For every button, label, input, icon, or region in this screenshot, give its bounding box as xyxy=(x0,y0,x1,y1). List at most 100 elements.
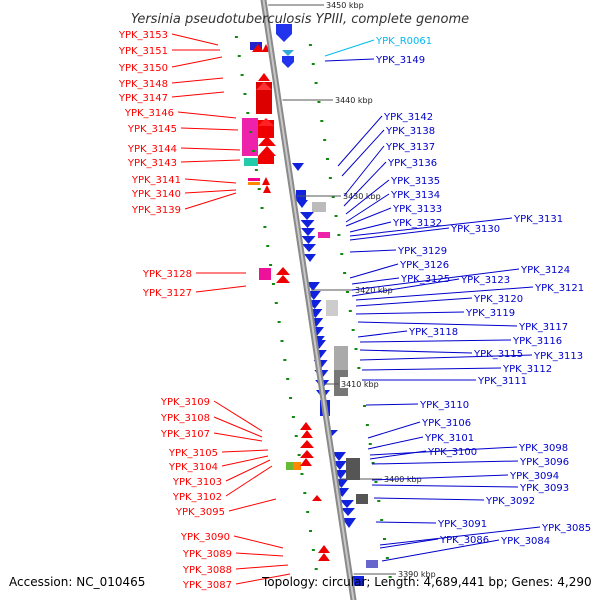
gene-label-left: YPK_3143 xyxy=(127,158,177,169)
position-tick xyxy=(260,207,264,209)
gene-arrow-forward xyxy=(300,422,312,430)
scale-label-bg xyxy=(334,93,381,104)
scale-label: 3450 kbp xyxy=(326,1,364,10)
scale-label: 3440 kbp xyxy=(335,96,373,105)
position-tick xyxy=(263,226,267,228)
leader-line xyxy=(225,459,271,482)
gene-arrow-reverse xyxy=(340,500,354,508)
position-tick xyxy=(351,329,355,331)
gene-label-left: YPK_3095 xyxy=(175,507,225,518)
gene-label-left: YPK_3145 xyxy=(127,124,177,135)
leader-line xyxy=(349,249,397,253)
gene-label-right: YPK_3106 xyxy=(421,418,471,429)
gene-block xyxy=(242,118,258,156)
gene-block xyxy=(293,462,301,470)
position-tick xyxy=(249,131,253,133)
gene-label-left: YPK_3140 xyxy=(131,189,181,200)
gene-label-right: YPK_3120 xyxy=(473,294,523,305)
gene-block xyxy=(326,300,338,316)
leader-line xyxy=(371,474,509,481)
position-tick xyxy=(243,93,247,95)
gene-block xyxy=(286,462,294,470)
gene-label-right: YPK_3111 xyxy=(477,376,527,387)
gene-arrow-reverse xyxy=(282,62,294,68)
gene-label-left: YPK_3141 xyxy=(131,175,181,186)
gene-label-right: YPK_3142 xyxy=(383,112,433,123)
gene-label-right: YPK_3085 xyxy=(541,523,591,534)
gene-label-right: YPK_3130 xyxy=(450,224,500,235)
leader-line xyxy=(375,521,437,524)
position-tick xyxy=(365,424,369,426)
gene-arrow-forward xyxy=(256,82,272,90)
gene-label-right: YPK_3094 xyxy=(509,471,559,482)
position-tick xyxy=(328,177,332,179)
gene-arrow-reverse xyxy=(296,200,308,208)
leader-line xyxy=(365,403,419,406)
leader-line xyxy=(195,285,247,293)
gene-arrow-forward xyxy=(252,44,264,52)
gene-label-right: YPK_3138 xyxy=(385,126,435,137)
leader-line xyxy=(351,277,400,285)
gene-block xyxy=(356,494,368,504)
leader-line xyxy=(171,77,224,84)
gene-label-right: YPK_R0061 xyxy=(375,36,432,47)
position-tick xyxy=(266,245,270,247)
leader-line xyxy=(180,127,239,131)
leader-line xyxy=(184,189,237,194)
position-tick xyxy=(385,557,389,559)
leader-line xyxy=(171,33,219,46)
gene-arrow-reverse xyxy=(300,212,314,220)
position-tick xyxy=(283,359,287,361)
gene-label-left: YPK_3144 xyxy=(127,144,177,155)
scale-label-bg xyxy=(340,377,387,388)
position-tick xyxy=(240,74,244,76)
leader-line xyxy=(213,400,263,432)
leader-line xyxy=(337,115,383,167)
position-tick xyxy=(374,481,378,483)
gene-block xyxy=(346,458,360,480)
gene-arrow-forward xyxy=(300,440,314,448)
leader-line xyxy=(351,278,460,297)
gene-label-right: YPK_3135 xyxy=(390,176,440,187)
map-title: Yersinia pseudotuberculosis YPIII, compl… xyxy=(131,12,469,27)
gene-label-left: YPK_3128 xyxy=(142,269,192,280)
gene-label-right: YPK_3112 xyxy=(502,364,552,375)
leader-line xyxy=(367,421,421,439)
gene-arrow-reverse xyxy=(332,461,347,470)
leader-line xyxy=(343,145,385,197)
gene-arrow-forward xyxy=(263,185,271,193)
position-tick xyxy=(271,283,275,285)
gene-block xyxy=(366,560,378,568)
gene-label-right: YPK_3091 xyxy=(437,519,487,530)
leader-line xyxy=(351,268,520,291)
leader-line xyxy=(235,552,284,557)
accession-text: Accession: NC_010465 xyxy=(9,575,145,589)
position-tick xyxy=(289,397,293,399)
position-tick xyxy=(237,55,241,57)
position-tick xyxy=(340,253,344,255)
leader-line xyxy=(235,573,291,585)
scale-label-bg xyxy=(397,567,444,578)
gene-label-right: YPK_3136 xyxy=(387,158,437,169)
scale-label: 3400 kbp xyxy=(384,475,422,484)
gene-label-left: YPK_3088 xyxy=(182,565,232,576)
gene-block xyxy=(296,190,306,200)
gene-label-right: YPK_3116 xyxy=(512,336,562,347)
leader-line xyxy=(233,535,284,549)
gene-label-left: YPK_3139 xyxy=(131,205,181,216)
gene-label-left: YPK_3103 xyxy=(172,477,222,488)
position-tick xyxy=(234,36,238,38)
gene-label-left: YPK_3108 xyxy=(160,413,210,424)
gene-arrow-reverse xyxy=(282,50,294,56)
gene-arrow-reverse xyxy=(304,254,316,262)
position-tick xyxy=(246,112,250,114)
gene-arrow-reverse xyxy=(341,508,355,516)
gene-label-right: YPK_3131 xyxy=(513,214,563,225)
gene-arrow-reverse xyxy=(301,236,316,244)
gene-block xyxy=(276,24,292,34)
gene-label-left: YPK_3150 xyxy=(118,63,168,74)
gene-label-left: YPK_3104 xyxy=(168,462,218,473)
leader-line xyxy=(213,432,263,442)
position-tick xyxy=(343,272,347,274)
